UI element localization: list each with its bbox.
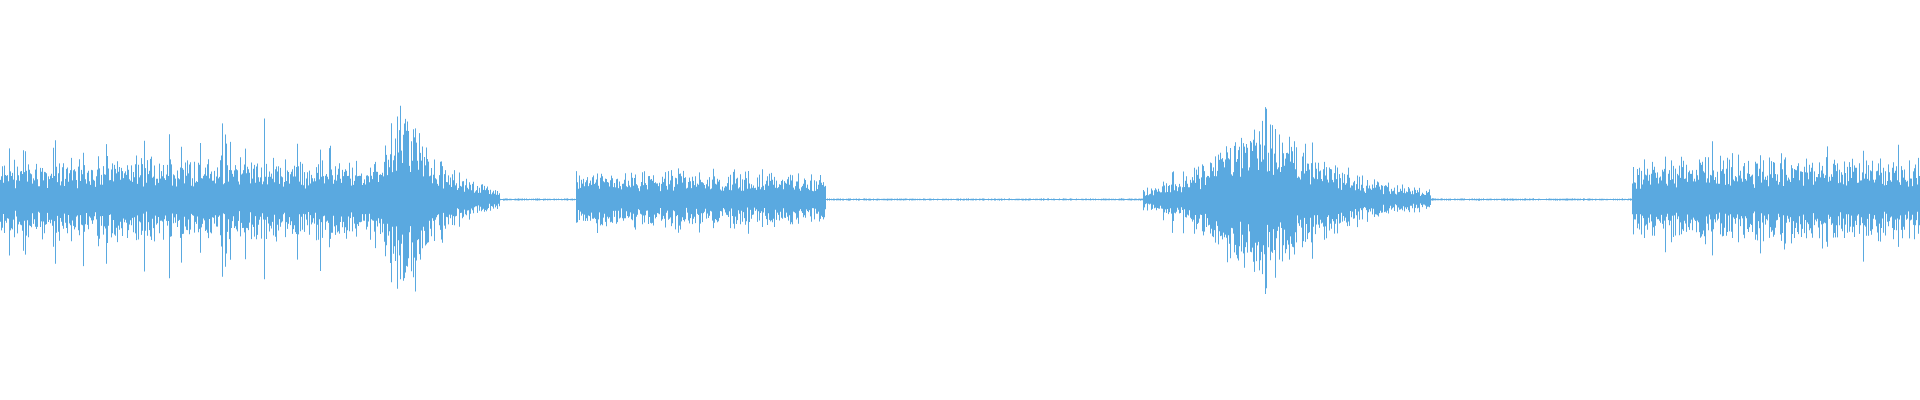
waveform-samples xyxy=(0,105,1920,294)
waveform-trace xyxy=(0,105,1920,294)
